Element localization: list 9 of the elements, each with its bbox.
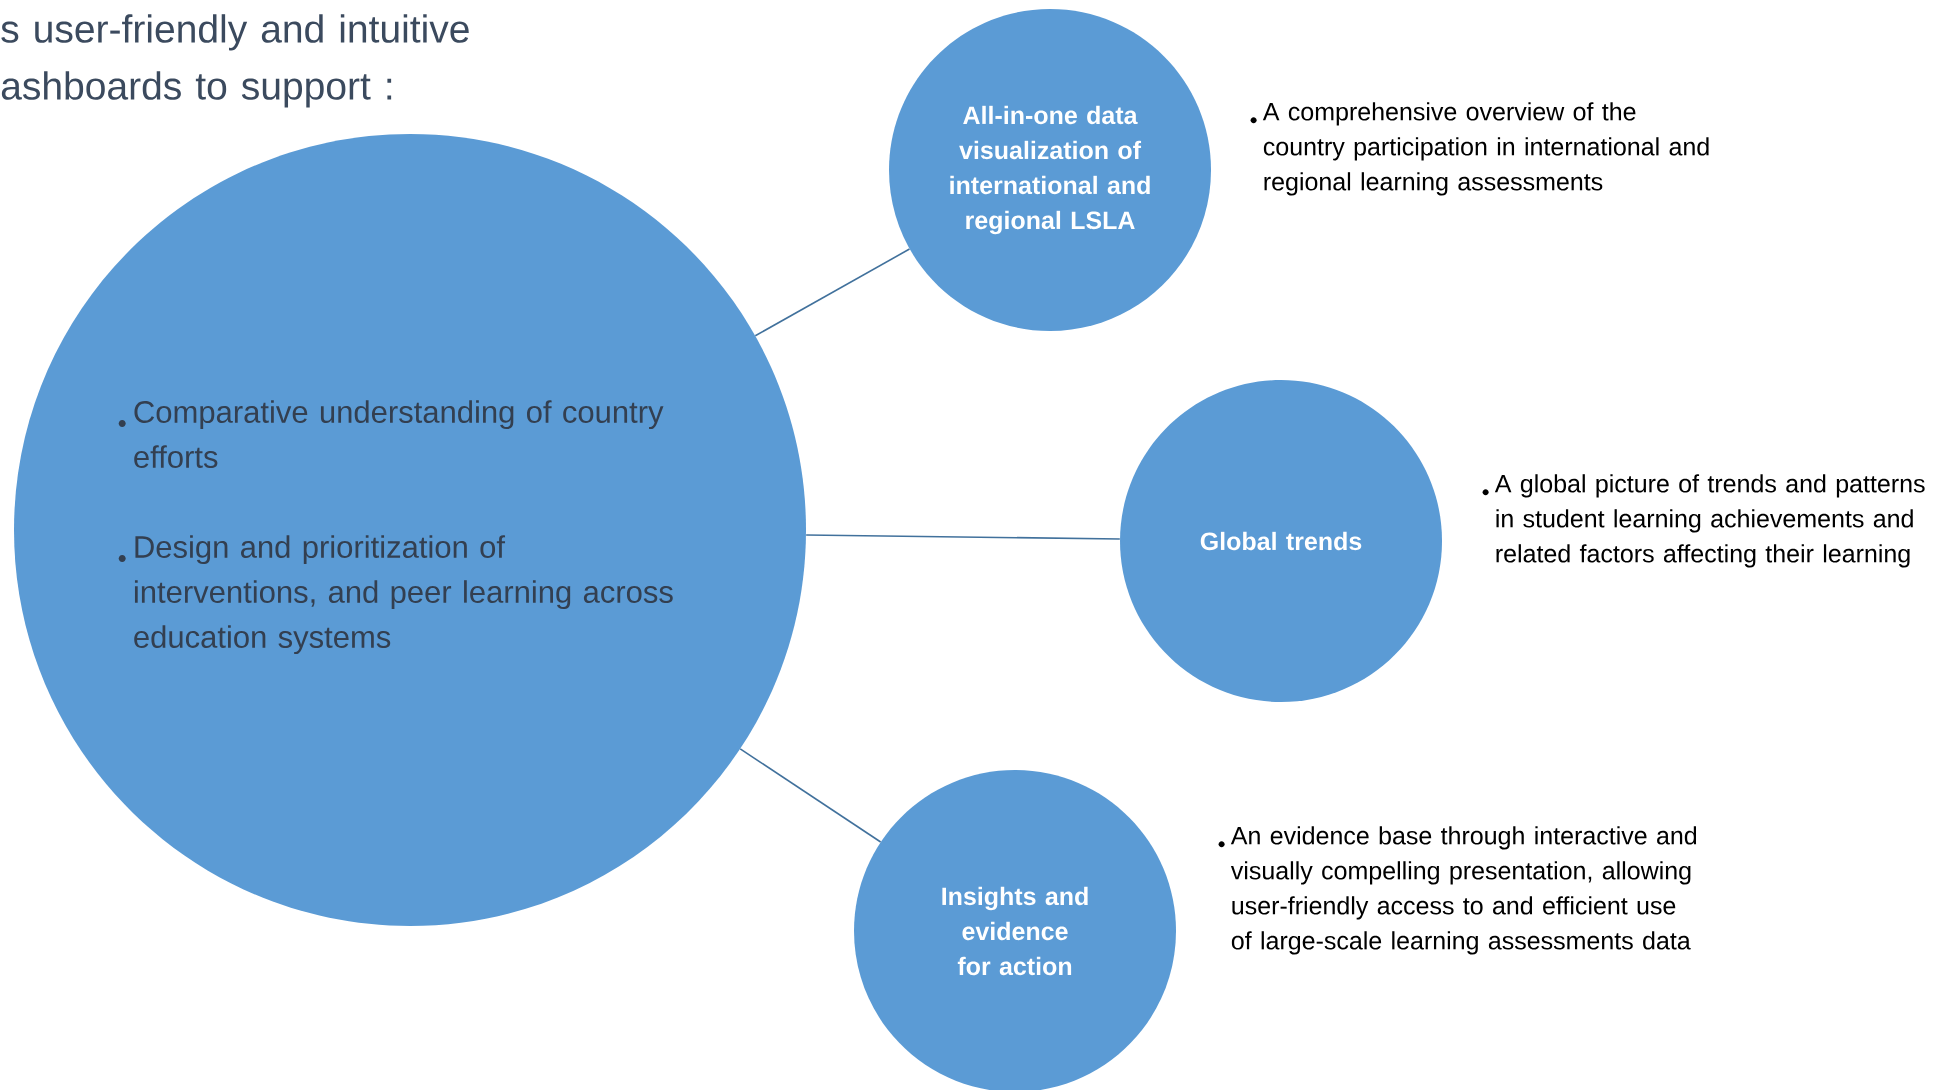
- title: s user-friendly and intuitive ashboards to support :: [1, 14, 469, 108]
- bullet-text: A comprehensive overview of the country participation in international and regional learning assessments: [1250, 102, 1709, 196]
- connector-line: [805, 534, 1121, 540]
- bullet-text: Comparative understanding of country efforts: [118, 400, 664, 468]
- connector-line: [739, 748, 882, 843]
- bullet-text: An evidence base through interactive and visually compelling presentation, allowing user-friendly access to and efficient use of large-scale learning assessments data: [1218, 826, 1697, 955]
- bullet-text: Design and prioritization of interventions, and peer learning across education systems: [118, 535, 673, 655]
- connector-line: [754, 248, 911, 337]
- bullet-text: A global picture of trends and patterns in student learning achievements and related factors affecting their learning: [1482, 474, 1925, 568]
